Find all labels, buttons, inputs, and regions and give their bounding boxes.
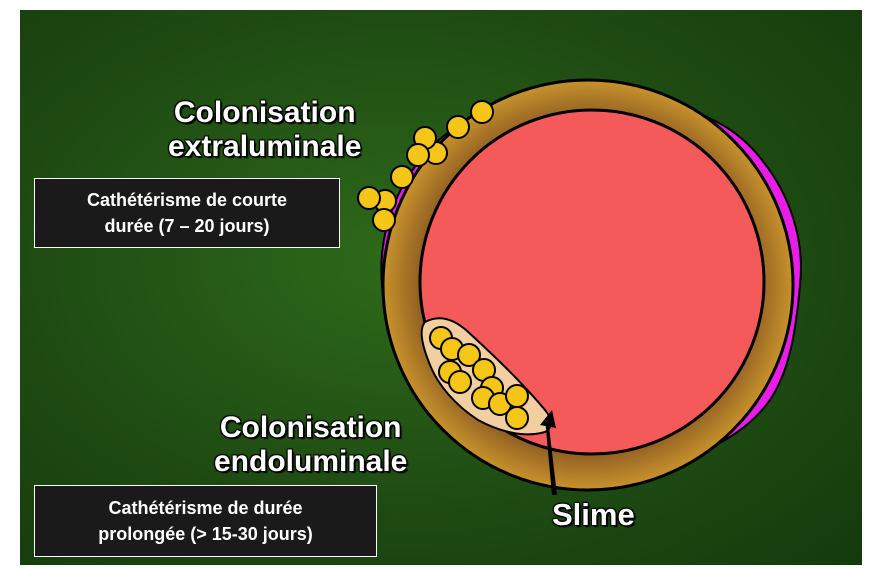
short-term-box: Cathétérisme de courte durée (7 – 20 jou… [34,178,340,248]
bacterium [506,385,528,407]
bacterium [373,209,395,231]
bacterium [407,144,429,166]
bacterium [358,187,380,209]
short-term-line2: durée (7 – 20 jours) [35,213,339,239]
bacterium [447,116,469,138]
bacterium [471,101,493,123]
endoluminal-label-line2: endoluminale [214,445,407,479]
bacterium [506,407,528,429]
extraluminal-label-line2: extraluminale [168,130,361,164]
short-term-line1: Cathétérisme de courte [35,187,339,213]
long-term-box: Cathétérisme de durée prolongée (> 15-30… [34,485,377,557]
long-term-line1: Cathétérisme de durée [35,495,376,521]
long-term-line2: prolongée (> 15-30 jours) [35,521,376,547]
bacterium [449,371,471,393]
bacterium [391,166,413,188]
extraluminal-label-line1: Colonisation [168,96,361,130]
endoluminal-label: Colonisation endoluminale [214,411,407,479]
endoluminal-label-line1: Colonisation [214,411,407,445]
slime-label: Slime [552,498,635,532]
slime-label-text: Slime [552,497,635,532]
extraluminal-label: Colonisation extraluminale [168,96,361,164]
